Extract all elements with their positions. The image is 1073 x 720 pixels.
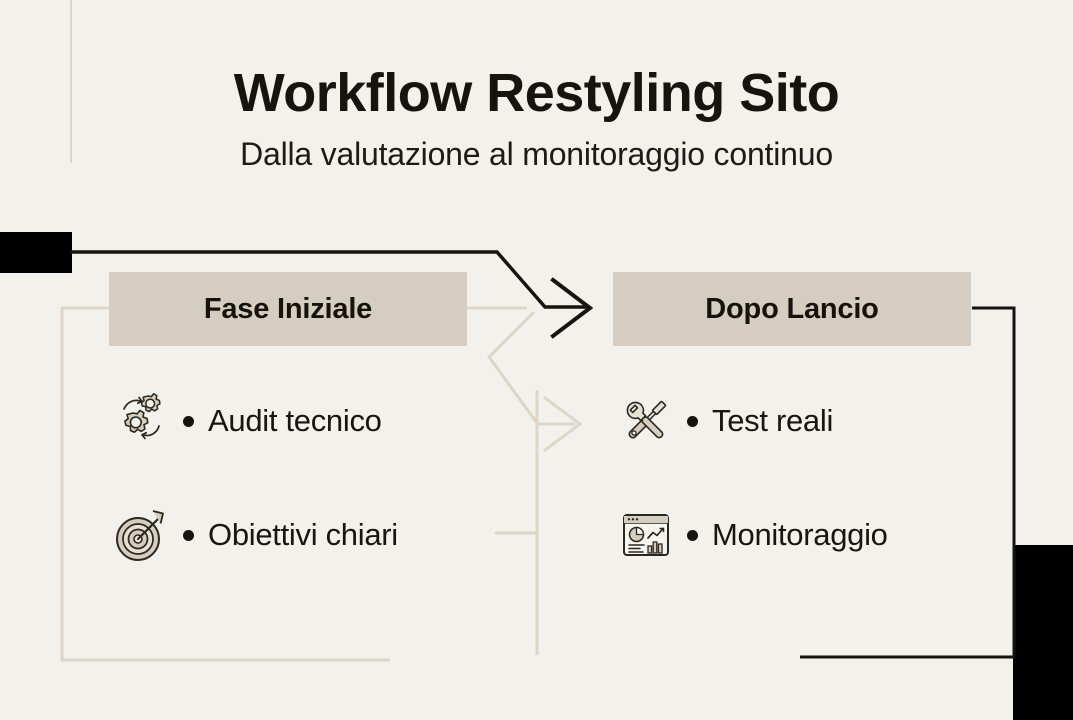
list-item-label: Monitoraggio <box>712 517 888 552</box>
analytics-dashboard-icon <box>613 505 679 565</box>
centre-chevron-hairline <box>487 310 539 424</box>
bullet-icon <box>183 529 194 541</box>
primary-arrow-shaft <box>70 250 590 309</box>
bottom-right-black-block <box>1013 545 1073 720</box>
column-dopo-lancio: Dopo Lancio <box>613 272 971 612</box>
bullet-icon <box>687 529 698 541</box>
list-item[interactable]: Test reali <box>613 384 971 458</box>
list-item-text: Test reali <box>687 403 833 439</box>
list-item-label: Test reali <box>712 403 834 438</box>
right-frame-line <box>800 306 1016 659</box>
list-item[interactable]: Obiettivi chiari <box>109 498 467 572</box>
top-left-hairline <box>70 0 72 163</box>
page-title: Workflow Restyling Sito <box>233 63 840 123</box>
gears-icon <box>109 391 175 451</box>
phase-header-fase-iniziale[interactable]: Fase Iniziale <box>109 272 467 346</box>
tools-icon <box>613 391 679 451</box>
item-list-dopo-lancio: Test reali <box>613 384 971 572</box>
top-left-black-block <box>0 232 72 273</box>
phase-title: Dopo Lancio <box>705 292 879 325</box>
list-item[interactable]: Monitoraggio <box>613 498 971 572</box>
header-block: Workflow Restyling Sito Dalla valutazion… <box>0 62 1073 173</box>
list-item[interactable]: Audit tecnico <box>109 384 467 458</box>
left-frame-hairline <box>60 307 390 662</box>
phase-header-dopo-lancio[interactable]: Dopo Lancio <box>613 272 971 346</box>
item-list-fase-iniziale: Audit tecnico <box>109 384 467 572</box>
list-item-label: Audit tecnico <box>208 403 382 438</box>
bullet-icon <box>687 415 698 427</box>
bullet-icon <box>183 415 194 427</box>
list-item-text: Obiettivi chiari <box>183 517 398 553</box>
secondary-arrow-head <box>542 395 583 453</box>
list-item-label: Obiettivi chiari <box>208 517 398 552</box>
column-fase-iniziale: Fase Iniziale <box>109 272 467 612</box>
phase-title: Fase Iniziale <box>203 292 373 325</box>
primary-arrow-head <box>550 277 594 339</box>
target-icon <box>109 505 175 565</box>
list-item-text: Monitoraggio <box>687 517 888 553</box>
list-item-text: Audit tecnico <box>183 403 382 439</box>
page-subtitle: Dalla valutazione al monitoraggio contin… <box>240 136 833 173</box>
